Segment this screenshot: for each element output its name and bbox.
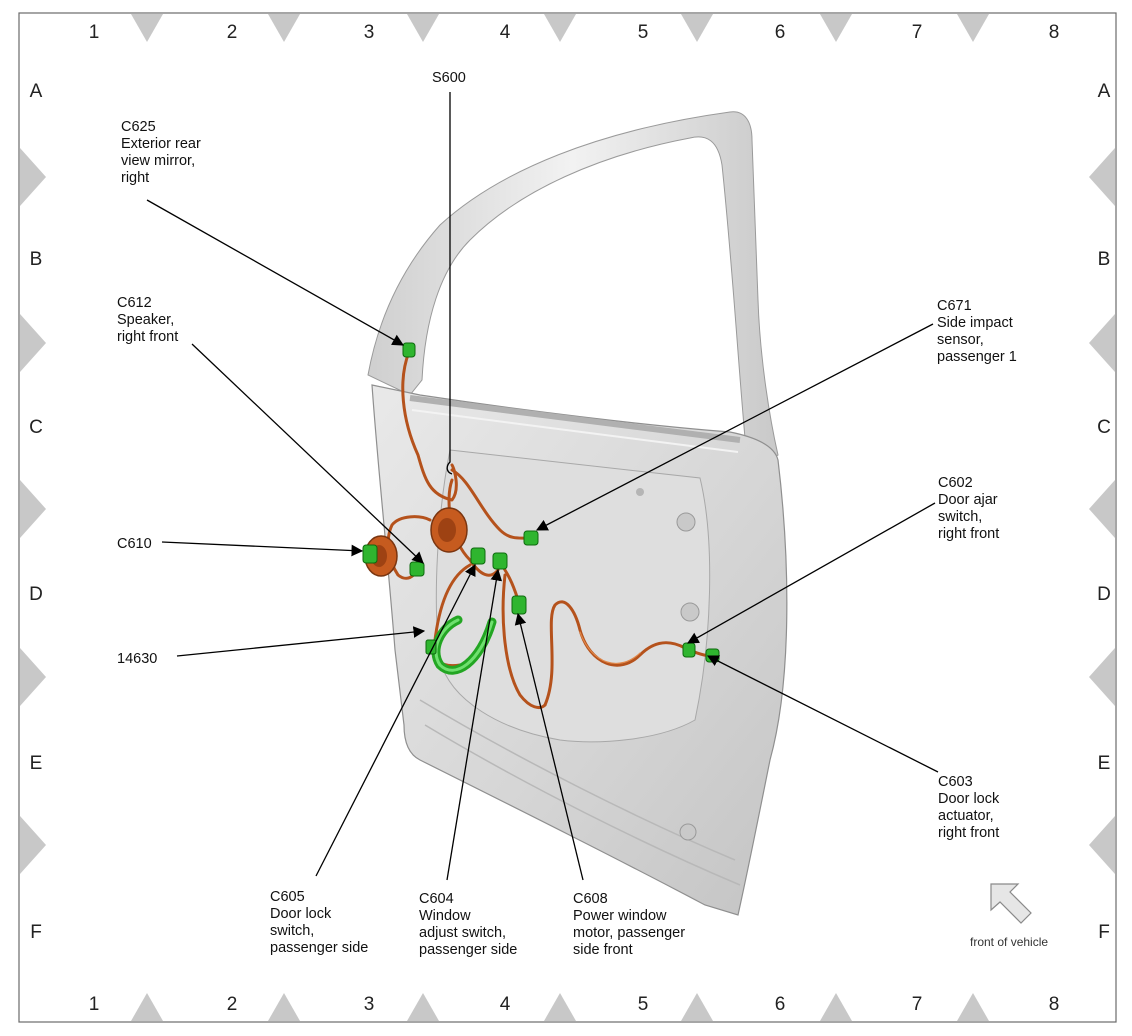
callout-c612: C612 Speaker, right front: [117, 295, 178, 345]
connector-c625: [402, 342, 416, 358]
connector-c671: [523, 530, 539, 546]
grid-markers: [20, 14, 1115, 1021]
column-label: 1: [89, 994, 100, 1015]
leader-c610: [161, 541, 364, 557]
column-label: 7: [912, 994, 923, 1015]
column-label: 1: [89, 22, 100, 43]
connector-c604: [492, 552, 508, 570]
connector-c602: [682, 642, 696, 658]
leader-14630: [176, 626, 426, 657]
row-label: B: [1098, 249, 1111, 270]
row-label: A: [30, 81, 43, 102]
column-label: 5: [638, 994, 649, 1015]
column-labels-top: 1 2 3 4 5 6 7 8: [89, 22, 1060, 43]
callout-c625: C625 Exterior rear view mirror, right: [121, 119, 205, 186]
column-labels-bottom: 1 2 3 4 5 6 7 8: [89, 994, 1060, 1015]
callout-c610: C610: [117, 536, 152, 552]
column-label: 8: [1049, 994, 1060, 1015]
leader-c625: [146, 199, 405, 346]
callout-14630: 14630: [117, 651, 157, 667]
row-label: C: [1097, 417, 1111, 438]
row-label: C: [29, 417, 43, 438]
leader-c602: [686, 502, 936, 644]
column-label: 4: [500, 994, 511, 1015]
callout-c608: C608 Power window motor, passenger side …: [573, 891, 689, 958]
connector-c612: [409, 561, 425, 577]
front-of-vehicle-label: front of vehicle: [970, 935, 1048, 949]
row-label: E: [30, 753, 43, 774]
column-label: 3: [364, 22, 375, 43]
row-labels-left: A B C D E F: [29, 81, 43, 943]
column-label: 7: [912, 22, 923, 43]
row-label: B: [30, 249, 43, 270]
row-label: F: [30, 922, 42, 943]
callout-c671: C671 Side impact sensor, passenger 1: [937, 298, 1017, 365]
leader-s600: [446, 92, 453, 475]
connector-c610: [362, 544, 378, 564]
leader-c604: [446, 568, 503, 881]
connector-c605: [470, 547, 486, 565]
leader-c605: [315, 563, 476, 877]
leader-c612: [191, 343, 424, 564]
connector-c608: [511, 595, 527, 615]
column-label: 2: [227, 22, 238, 43]
row-label: F: [1098, 922, 1110, 943]
column-label: 8: [1049, 22, 1060, 43]
row-label: D: [1097, 584, 1111, 605]
arrow-up-left-icon: [990, 883, 1032, 924]
callout-c602: C602 Door ajar switch, right front: [938, 475, 1002, 542]
column-label: 6: [775, 22, 786, 43]
leader-c671: [535, 323, 934, 531]
column-label: 2: [227, 994, 238, 1015]
row-label: E: [1098, 753, 1111, 774]
callout-c605: C605 Door lock switch, passenger side: [270, 889, 368, 956]
callout-c603: C603 Door lock actuator, right front: [938, 774, 1003, 841]
column-label: 6: [775, 994, 786, 1015]
column-label: 4: [500, 22, 511, 43]
leader-lines: [146, 92, 939, 881]
leader-c603: [706, 655, 939, 773]
column-label: 5: [638, 22, 649, 43]
leader-c608: [514, 612, 584, 881]
row-label: D: [29, 584, 43, 605]
column-label: 3: [364, 994, 375, 1015]
row-labels-right: A B C D E F: [1097, 81, 1111, 943]
grid-border: [18, 12, 1117, 1023]
callout-s600: S600: [432, 70, 466, 86]
callout-c604: C604 Window adjust switch, passenger sid…: [419, 891, 517, 958]
row-label: A: [1098, 81, 1111, 102]
connector-14630: [425, 639, 437, 655]
front-of-vehicle-indicator: front of vehicle: [970, 883, 1048, 949]
door-illustration: [367, 111, 788, 916]
